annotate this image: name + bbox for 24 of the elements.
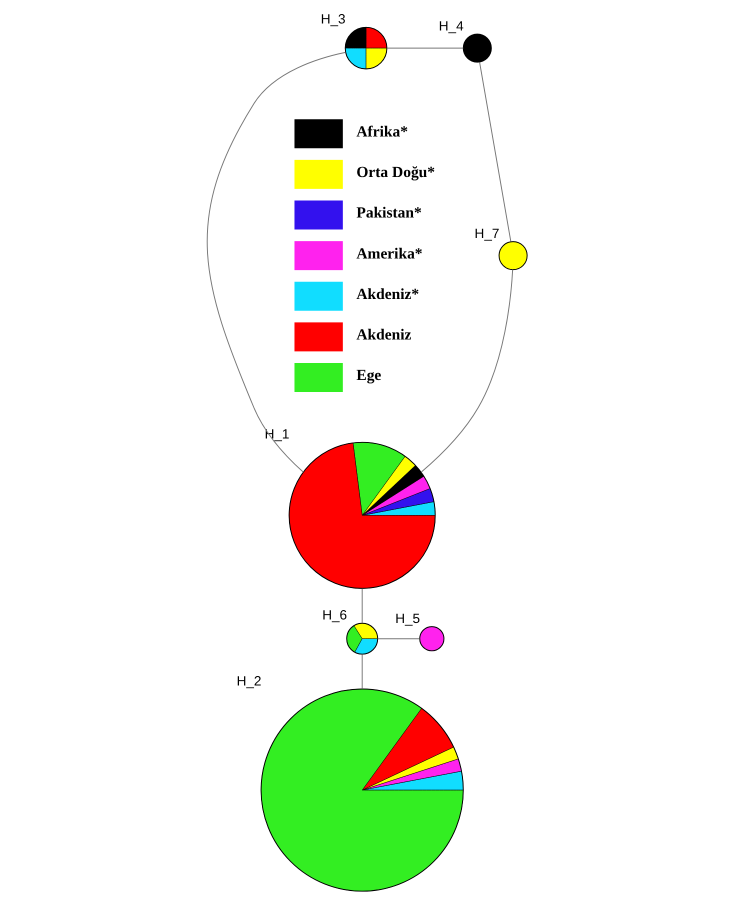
node-label: H_3 xyxy=(320,12,346,27)
connector xyxy=(386,48,464,49)
legend-label: Akdeniz* xyxy=(356,286,420,303)
node-label: H_2 xyxy=(236,673,262,688)
connector xyxy=(479,62,512,242)
node-label: H_4 xyxy=(438,18,464,34)
connector xyxy=(420,269,514,473)
connector xyxy=(362,588,363,624)
legend-label: Ege xyxy=(356,367,382,384)
node-circle xyxy=(498,241,528,270)
node-circle xyxy=(419,626,444,652)
node-circle xyxy=(462,34,492,63)
node-label: H_7 xyxy=(474,226,500,241)
legend-label: Pakistan* xyxy=(356,204,422,222)
legend-label: Akdeniz xyxy=(356,326,412,344)
connector xyxy=(362,654,363,690)
node-label: H_6 xyxy=(322,608,348,623)
legend-label: Afrika* xyxy=(356,123,408,140)
node-label: H_5 xyxy=(395,610,420,626)
node-label: H_1 xyxy=(264,426,290,442)
legend-label: Amerika* xyxy=(356,245,423,262)
connector xyxy=(207,52,346,473)
connector xyxy=(377,638,420,640)
legend-label: Orta Doğu* xyxy=(356,164,436,182)
